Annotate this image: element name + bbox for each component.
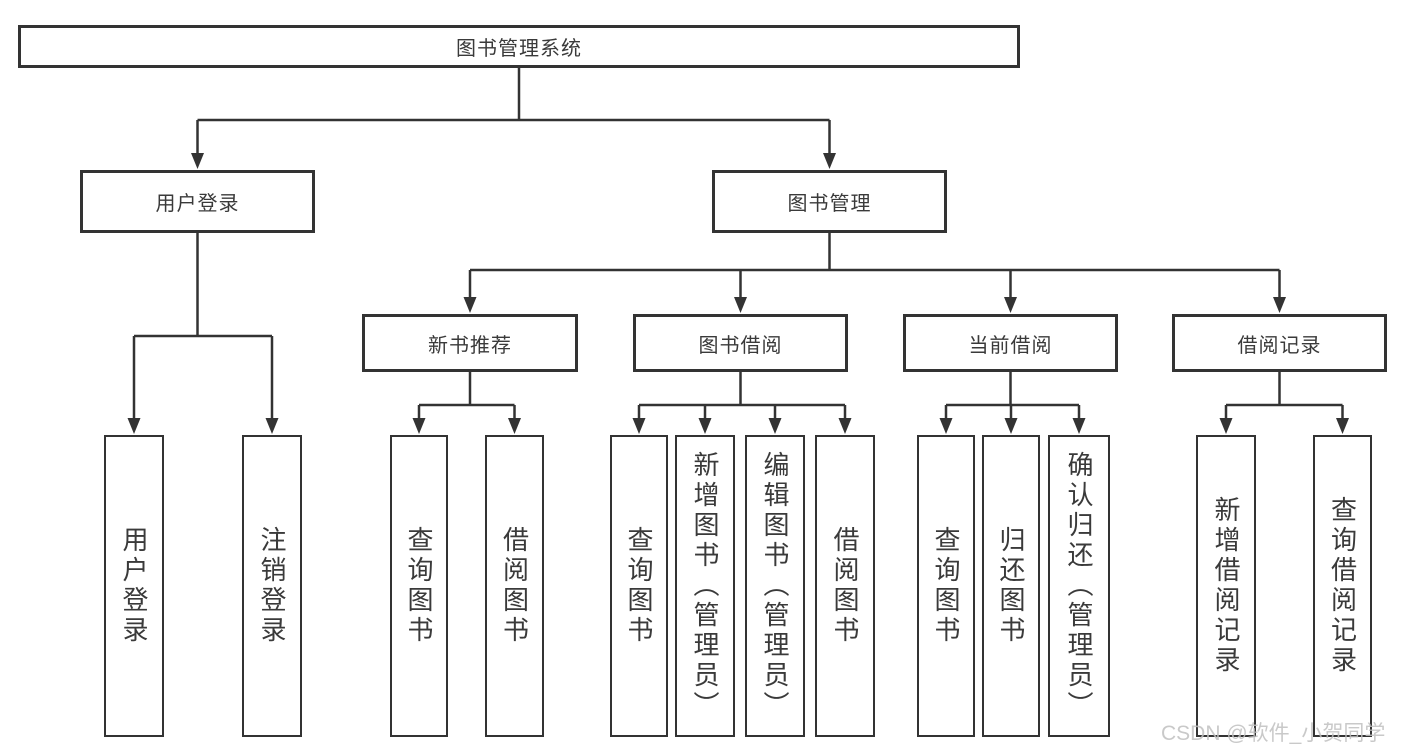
node-book-management-system: 图书管理系统 <box>18 25 1020 68</box>
arrowhead-icons <box>127 153 1349 434</box>
leaf-add-borrow-record: 新增借阅记录 <box>1196 435 1256 737</box>
leaf-user-login: 用户登录 <box>104 435 164 737</box>
node-book-management: 图书管理 <box>712 170 947 233</box>
node-label: 编辑图书（管理员） <box>760 451 790 721</box>
node-new-book-recommend: 新书推荐 <box>362 314 578 372</box>
node-label: 新增借阅记录 <box>1211 496 1241 676</box>
node-borrow-record: 借阅记录 <box>1172 314 1387 372</box>
node-label: 当前借阅 <box>968 334 1053 357</box>
node-current-borrow: 当前借阅 <box>903 314 1118 372</box>
node-label: 新书推荐 <box>428 334 512 357</box>
node-label: 注销登录 <box>257 526 287 646</box>
node-label: 借阅图书 <box>830 526 860 646</box>
csdn-watermark: CSDN @软件_小贺同学 <box>1161 722 1386 745</box>
node-label: 图书借阅 <box>698 334 783 357</box>
node-label: 查询图书 <box>624 526 654 646</box>
leaf-query-borrow-record: 查询借阅记录 <box>1313 435 1372 737</box>
leaf-query-books-current: 查询图书 <box>917 435 975 737</box>
node-label: 借阅图书 <box>499 526 530 646</box>
leaf-query-books-recommend: 查询图书 <box>390 435 448 737</box>
node-label: 用户登录 <box>119 526 149 646</box>
leaf-borrow-books: 借阅图书 <box>815 435 875 737</box>
node-label: 用户登录 <box>155 193 240 215</box>
leaf-confirm-return-admin: 确认归还（管理员） <box>1048 435 1110 737</box>
leaf-query-books-borrow: 查询图书 <box>610 435 668 737</box>
node-label: 借阅记录 <box>1237 334 1322 357</box>
node-label: 查询图书 <box>404 526 434 646</box>
leaf-return-books: 归还图书 <box>982 435 1040 737</box>
node-label: 查询图书 <box>931 526 961 646</box>
node-user-login: 用户登录 <box>80 170 315 233</box>
leaf-borrow-books-recommend: 借阅图书 <box>485 435 544 737</box>
node-label: 图书管理 <box>787 193 872 215</box>
node-label: 确认归还（管理员） <box>1064 451 1094 721</box>
node-label: 新增图书（管理员） <box>690 451 720 721</box>
leaf-edit-books-admin: 编辑图书（管理员） <box>745 435 805 737</box>
node-label: 归还图书 <box>996 526 1026 646</box>
node-book-borrow: 图书借阅 <box>633 314 848 372</box>
leaf-add-books-admin: 新增图书（管理员） <box>675 435 735 737</box>
node-label: 查询借阅记录 <box>1327 496 1358 676</box>
node-label: 图书管理系统 <box>456 38 582 60</box>
leaf-logout: 注销登录 <box>242 435 302 737</box>
